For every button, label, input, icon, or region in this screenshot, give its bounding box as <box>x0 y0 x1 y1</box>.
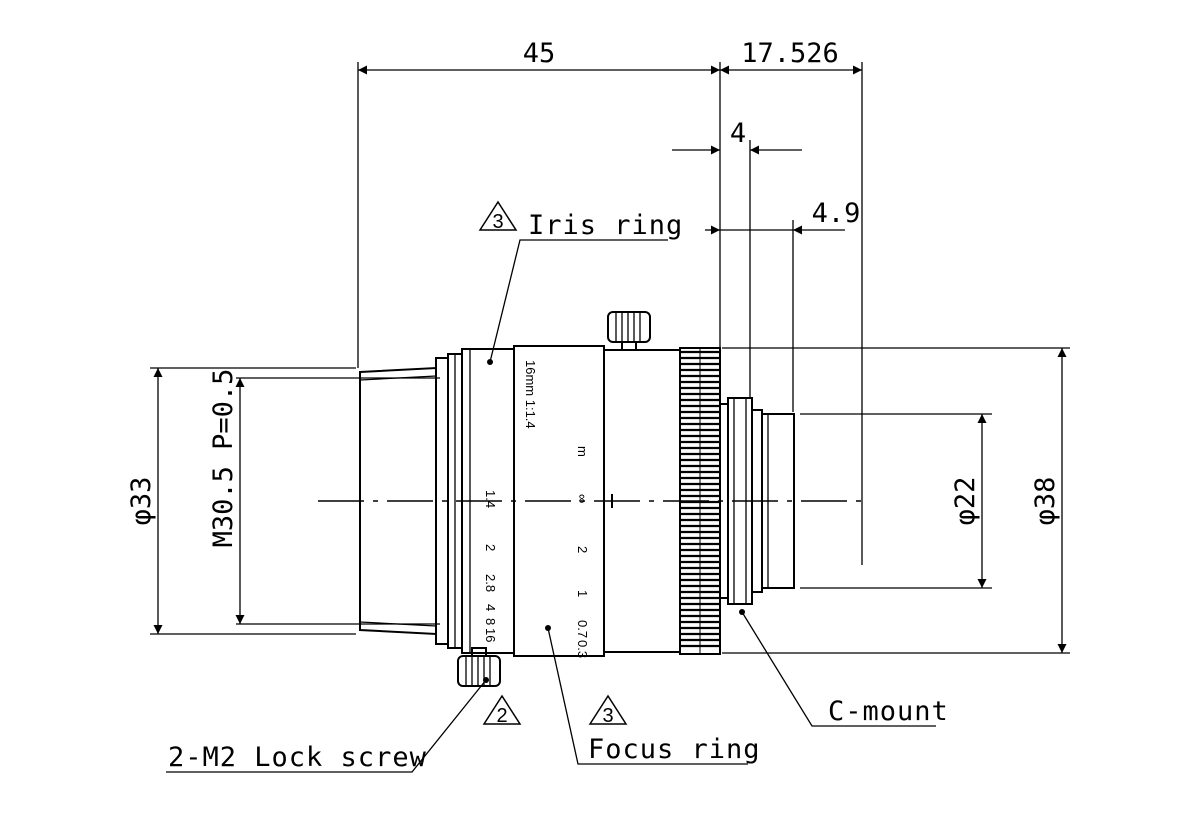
iris-value-4: 4 <box>483 604 498 611</box>
focus-ring-callout: 3 Focus ring <box>588 694 761 765</box>
iris-value-1: 1.4 <box>483 490 498 508</box>
model-engraving: 16mm 1:1.4 <box>523 360 538 429</box>
lock-screw-bottom <box>457 647 501 687</box>
iris-ring-label: Iris ring <box>528 210 683 241</box>
mount-diameter-dimension: φ22 <box>950 477 981 526</box>
lock-screw-label: 2-M2 Lock screw <box>168 742 427 773</box>
engravings: 16mm 1:1.4 1.4 2 2.8 4 8 16 m ∞ 2 1 0.7 … <box>483 360 590 658</box>
focus-value-5: 0.3 <box>575 640 590 658</box>
iris-value-6: 16 <box>483 628 498 642</box>
focus-value-2: 2 <box>575 546 590 553</box>
focus-ring-note-number: 3 <box>602 705 613 727</box>
iris-value-2: 2 <box>483 544 498 551</box>
leader-lines <box>166 239 936 773</box>
front-diameter-dimension: φ33 <box>126 477 157 526</box>
back-protrusion-dimension: 4.9 <box>812 198 861 229</box>
flange-back-dimension: 17.526 <box>741 38 839 69</box>
iris-value-3: 2.8 <box>483 574 498 592</box>
extension-lines <box>150 62 1070 654</box>
focus-value-3: 1 <box>575 590 590 597</box>
iris-ring-callout: 3 Iris ring <box>478 200 683 241</box>
body-diameter-dimension: φ38 <box>1030 477 1061 526</box>
c-mount-callout: C-mount <box>828 696 949 727</box>
focus-ring-label: Focus ring <box>588 734 761 765</box>
c-mount-label: C-mount <box>828 696 949 727</box>
focus-value-1: ∞ <box>575 494 590 503</box>
iris-value-5: 8 <box>483 618 498 625</box>
dimension-lines <box>153 65 1067 653</box>
iris-ring-note-number: 3 <box>492 211 503 233</box>
filter-thread-dimension: M30.5 P=0.5 <box>208 369 239 548</box>
focus-unit: m <box>575 446 590 457</box>
overall-length-dimension: 45 <box>523 38 556 69</box>
lock-screw-callout: 2 2-M2 Lock screw <box>168 694 522 773</box>
mount-length-dimension: 4 <box>730 118 746 149</box>
lock-screw-note-number: 2 <box>496 705 507 727</box>
focus-value-4: 0.7 <box>575 620 590 638</box>
lock-screw-top <box>607 311 651 351</box>
